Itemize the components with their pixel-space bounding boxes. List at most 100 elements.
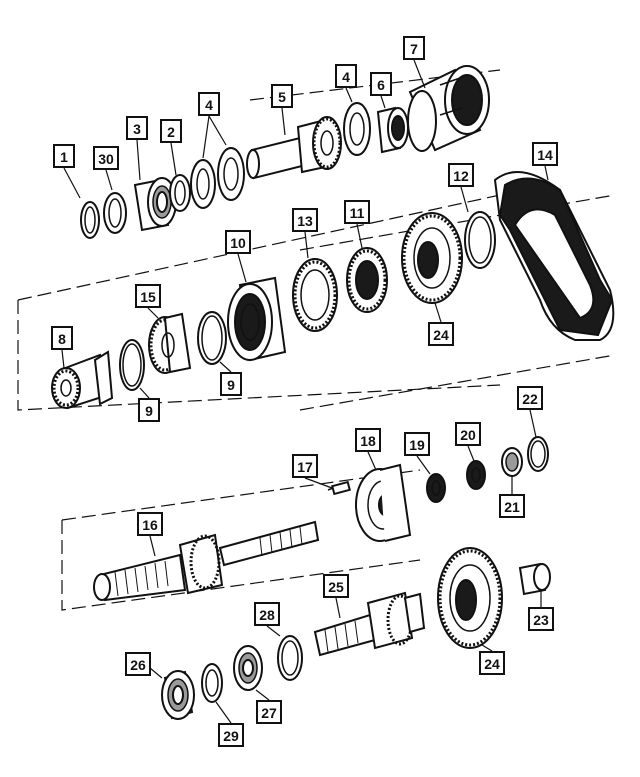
callout-box xyxy=(93,146,119,170)
sync-sleeve-part-10 xyxy=(227,276,287,362)
callout-number: 7 xyxy=(410,41,418,57)
callout-c1: 1 xyxy=(53,144,75,168)
callout-box xyxy=(335,64,357,88)
callout-box xyxy=(126,116,148,140)
callout-c24b: 24 xyxy=(479,651,505,675)
callout-box xyxy=(51,326,73,350)
callout-number: 30 xyxy=(98,151,114,167)
bearing-part-21 xyxy=(501,447,523,477)
snap-ring-part-28 xyxy=(277,635,303,681)
callout-number: 20 xyxy=(460,427,476,443)
snap-ring-part-9a xyxy=(119,339,145,391)
callout-box xyxy=(448,163,474,187)
callout-c22: 22 xyxy=(517,386,543,410)
callout-c11: 11 xyxy=(344,200,370,224)
callout-box xyxy=(225,230,251,254)
thrust-washer-part-4b xyxy=(217,147,245,201)
callout-c3: 3 xyxy=(126,116,148,140)
callout-c4a: 4 xyxy=(198,92,220,116)
snap-ring-part-12 xyxy=(464,211,496,269)
bolt-part-17 xyxy=(327,480,351,496)
nut-part-20 xyxy=(466,460,486,490)
callout-box xyxy=(218,723,244,747)
callout-number: 29 xyxy=(223,728,239,744)
callout-number: 4 xyxy=(342,69,350,85)
callout-box xyxy=(138,398,160,422)
callout-c28: 28 xyxy=(254,602,280,626)
callout-box xyxy=(355,428,381,452)
spacer-ring-part-30 xyxy=(103,192,127,234)
callout-box xyxy=(532,142,558,166)
callout-c30: 30 xyxy=(93,146,119,170)
callout-c10: 10 xyxy=(225,230,251,254)
sprocket-part-24a xyxy=(401,212,463,304)
callout-box xyxy=(125,652,151,676)
callout-number: 12 xyxy=(453,168,469,184)
callout-number: 16 xyxy=(142,517,158,533)
callout-number: 4 xyxy=(205,97,213,113)
callout-number: 26 xyxy=(130,657,146,673)
snap-ring-part-9b xyxy=(197,311,227,365)
callout-box xyxy=(160,119,182,143)
callout-c13: 13 xyxy=(292,208,318,232)
callout-number: 9 xyxy=(145,403,153,419)
callout-box xyxy=(499,494,525,518)
callout-box xyxy=(271,84,293,108)
drive-chain-part-14 xyxy=(493,171,615,341)
callout-box xyxy=(528,607,554,631)
seal-part-26 xyxy=(161,670,195,720)
callout-c29: 29 xyxy=(218,723,244,747)
callout-number: 3 xyxy=(133,121,141,137)
drum-part-7 xyxy=(407,65,490,152)
callout-number: 9 xyxy=(227,377,235,393)
callout-c26: 26 xyxy=(125,652,151,676)
input-gear-part-5 xyxy=(246,116,342,180)
bearing-part-27 xyxy=(233,645,263,691)
sprocket-part-24b xyxy=(437,547,503,649)
callout-box xyxy=(292,208,318,232)
thrust-washer-part-4c xyxy=(343,102,371,156)
leader-lines xyxy=(61,59,549,724)
callout-c18: 18 xyxy=(355,428,381,452)
thrust-washer-part-4a xyxy=(190,159,216,209)
callout-box xyxy=(403,36,425,60)
callout-number: 5 xyxy=(278,89,286,105)
ring-part-29 xyxy=(201,663,223,703)
gear-part-15 xyxy=(148,312,192,374)
callout-number: 10 xyxy=(230,235,246,251)
callout-c21: 21 xyxy=(499,494,525,518)
callout-c17: 17 xyxy=(292,454,318,478)
callout-number: 6 xyxy=(377,77,385,93)
callout-number: 8 xyxy=(58,331,66,347)
hub-part-11 xyxy=(346,247,388,313)
callout-box xyxy=(292,454,318,478)
callout-c19: 19 xyxy=(404,432,430,456)
callout-c23: 23 xyxy=(528,607,554,631)
callout-c9b: 9 xyxy=(220,372,242,396)
callout-box xyxy=(256,700,282,724)
callout-number: 21 xyxy=(504,499,520,515)
callout-box xyxy=(344,200,370,224)
callout-box xyxy=(323,574,349,598)
callout-box xyxy=(254,602,280,626)
callout-c14: 14 xyxy=(532,142,558,166)
callout-box xyxy=(428,322,454,346)
bearing-part-23 xyxy=(518,562,551,596)
callout-box xyxy=(517,386,543,410)
callout-c7: 7 xyxy=(403,36,425,60)
output-shaft-part-25 xyxy=(313,591,426,657)
callout-c4b: 4 xyxy=(335,64,357,88)
hub-part-8 xyxy=(51,350,114,410)
callout-number: 22 xyxy=(522,391,538,407)
callout-c6: 6 xyxy=(370,72,392,96)
callout-box xyxy=(479,651,505,675)
callout-box xyxy=(370,72,392,96)
sync-ring-part-13 xyxy=(292,258,338,332)
bearing-part-3 xyxy=(133,177,177,232)
callout-box xyxy=(135,284,161,308)
callout-c12: 12 xyxy=(448,163,474,187)
callout-number: 13 xyxy=(297,213,313,229)
callout-c16: 16 xyxy=(137,512,163,536)
